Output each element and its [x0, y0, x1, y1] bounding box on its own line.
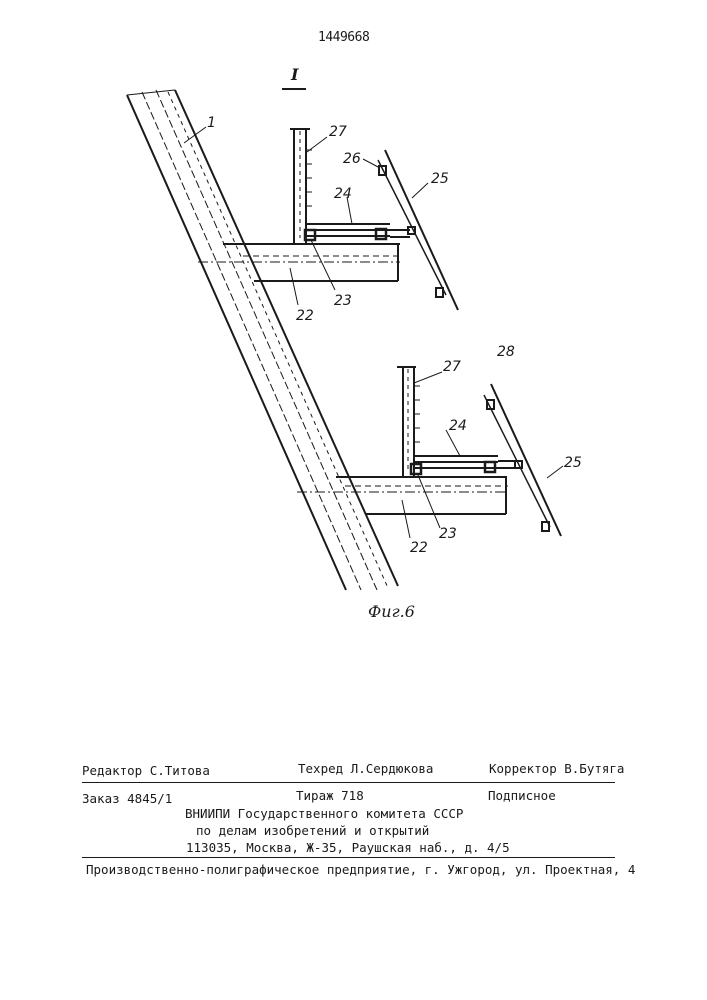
subscription-note: Подписное: [488, 788, 556, 803]
order-number: Заказ 4845/1: [82, 791, 172, 806]
label-23-lower: 23: [439, 526, 457, 542]
label-27-lower: 27: [443, 359, 461, 375]
editor-credit: Редактор С.Титова: [82, 763, 210, 778]
figure-caption: Фиг.6: [368, 602, 415, 621]
circulation: Тираж 718: [296, 788, 364, 803]
label-25-upper: 25: [431, 171, 449, 187]
corrector-credit: Корректор В.Бутяга: [489, 761, 624, 776]
label-22-lower: 22: [410, 540, 428, 556]
label-25-lower: 25: [564, 455, 582, 471]
label-24-lower: 24: [449, 418, 467, 434]
label-27-upper: 27: [329, 124, 347, 140]
divider-rule: [82, 782, 615, 783]
label-24-upper: 24: [334, 186, 352, 202]
label-1: 1: [207, 115, 216, 131]
upper-assembly: [198, 129, 458, 310]
committee-name: по делам изобретений и открытий: [196, 823, 429, 838]
section-mark: I: [290, 65, 299, 84]
label-26: 26: [343, 151, 361, 167]
institute-name: ВНИИПИ Государственного комитета СССР: [185, 806, 463, 821]
divider-rule: [82, 857, 615, 858]
techred-credit: Техред Л.Сердюкова: [298, 761, 433, 776]
leader-lines: [184, 89, 563, 538]
printer-info: Производственно-полиграфическое предприя…: [86, 862, 635, 877]
label-23-upper: 23: [334, 293, 352, 309]
institute-address: 113035, Москва, Ж-35, Раушская наб., д. …: [186, 840, 510, 855]
label-22-upper: 22: [296, 308, 314, 324]
label-28: 28: [497, 344, 515, 360]
